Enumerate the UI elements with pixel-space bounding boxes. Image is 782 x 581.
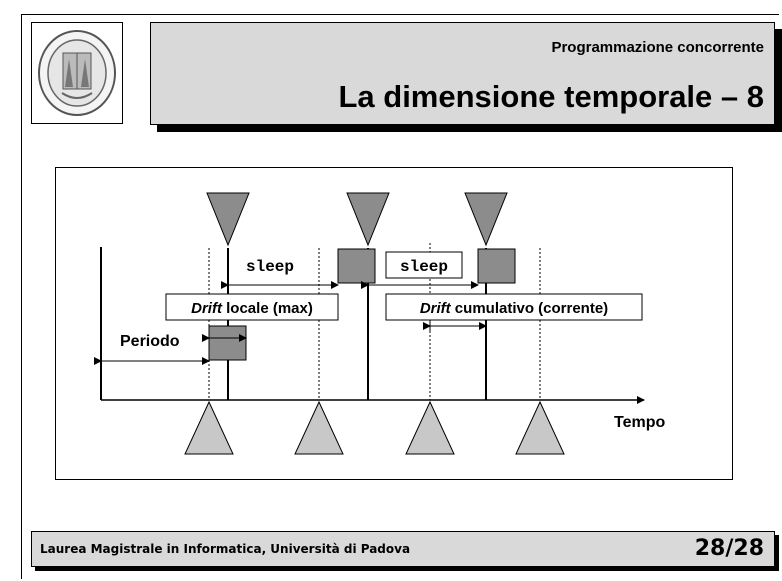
execution-block-2 — [337, 248, 376, 284]
university-seal-icon — [31, 22, 123, 124]
drift-local-label: Drift locale (max) — [191, 300, 313, 317]
period-marker-3 — [405, 400, 455, 455]
footer-text: Laurea Magistrale in Informatica, Univer… — [40, 542, 411, 556]
page-number: 28/28 — [694, 536, 764, 561]
period-marker-2 — [294, 400, 344, 455]
period-marker-1 — [184, 400, 234, 455]
activation-marker-1 — [206, 192, 250, 247]
sleep-label-box-1 — [232, 252, 308, 278]
course-name: Programmazione concorrente — [551, 39, 764, 56]
slide-frame — [21, 14, 779, 579]
execution-block-1 — [208, 325, 247, 361]
period-marker-4 — [515, 400, 565, 455]
slide-title: La dimensione temporale – 8 — [338, 79, 764, 114]
period-label: Periodo — [120, 333, 180, 350]
drift-diagram: sleep sleep Drift locale (max) Drift cum… — [55, 167, 733, 480]
title-box: Programmazione concorrente La dimensione… — [150, 22, 775, 125]
activation-marker-3 — [464, 192, 508, 247]
sleep-label-1: sleep — [246, 258, 294, 276]
drift-diagram-svg: sleep sleep Drift locale (max) Drift cum… — [94, 192, 665, 455]
time-label: Tempo — [614, 414, 665, 431]
drift-cumulative-box — [385, 293, 643, 321]
execution-block-3 — [477, 248, 516, 284]
activation-marker-2 — [346, 192, 390, 247]
sleep-label-box-2 — [385, 251, 463, 279]
sleep-label-2: sleep — [400, 258, 448, 276]
drift-cumulative-label: Drift cumulativo (corrente) — [420, 300, 608, 317]
footer: Laurea Magistrale in Informatica, Univer… — [31, 531, 775, 567]
drift-local-box — [165, 293, 339, 321]
